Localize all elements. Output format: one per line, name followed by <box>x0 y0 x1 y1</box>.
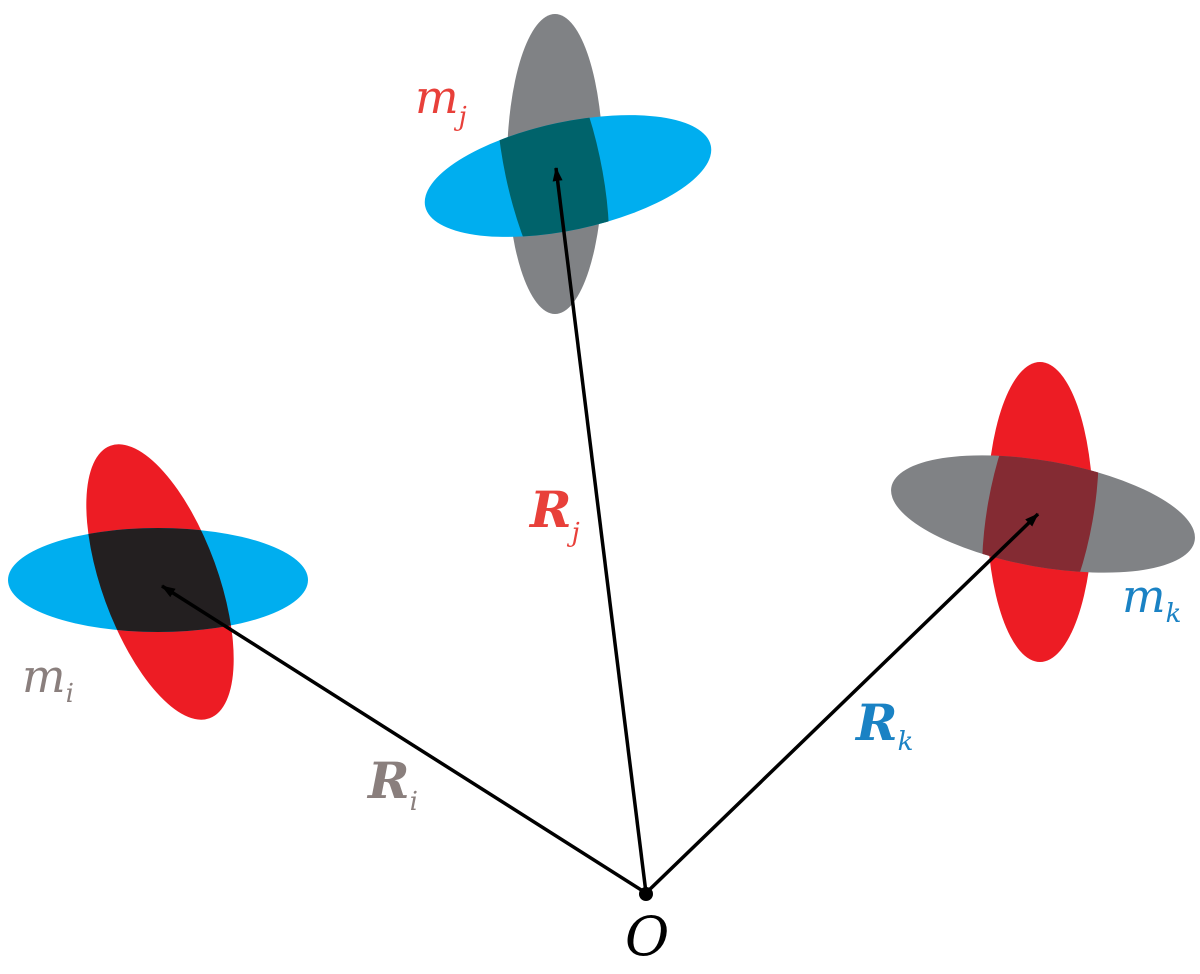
vector-label-R-j: Rj <box>528 480 580 548</box>
body-j <box>424 14 712 314</box>
mass-label-k: mk <box>1122 569 1181 629</box>
vector-R-k-arrow <box>644 512 1040 895</box>
vector-label-R-i: Ri <box>366 751 418 817</box>
body-i <box>8 444 308 720</box>
vector-R-i-arrow <box>161 584 647 895</box>
vector-label-R-k: Rk <box>854 693 913 757</box>
mass-label-j: mj <box>415 70 467 132</box>
origin-point <box>639 887 653 901</box>
vector-R-j-arrow <box>552 167 648 894</box>
origin-label: O <box>625 905 669 968</box>
body-k <box>891 362 1195 662</box>
mass-label-i: mi <box>22 649 74 709</box>
